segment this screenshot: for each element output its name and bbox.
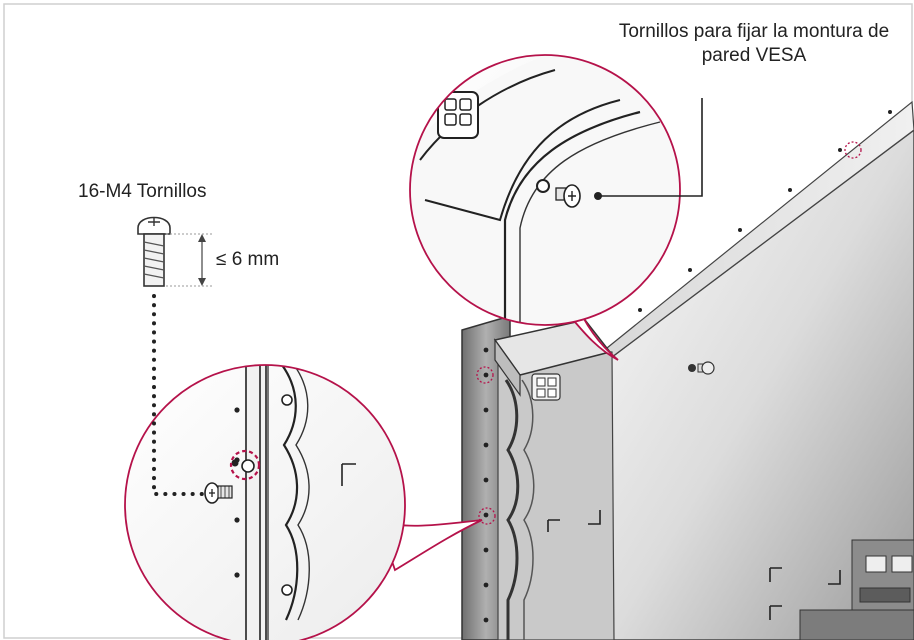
top-zoom-callout: [409, 54, 703, 361]
top-edge-holes: [638, 110, 892, 312]
alignment-mark: [769, 567, 782, 582]
highlight-hole: [476, 366, 494, 384]
alignment-mark: [769, 605, 782, 620]
vesa-bolt-icon: [688, 361, 715, 375]
m4-screw-zoom-icon: [204, 482, 233, 504]
bottom-zoom-callout: [124, 364, 483, 640]
screw-hole-highlight: [229, 449, 261, 481]
side-screw-holes: [483, 347, 489, 623]
highlight-hole: [844, 141, 862, 159]
length-dimension: [166, 233, 214, 287]
vesa-leader-line: [600, 98, 703, 197]
highlight-hole: [478, 507, 496, 525]
vesa-screw-zoom-icon: [555, 184, 581, 208]
alignment-mark: [588, 510, 601, 525]
zoom-circle-border: [409, 54, 681, 326]
monitor-body: [461, 100, 914, 640]
alignment-mark: [828, 570, 841, 585]
vesa-screws-caption: Tornillos para fijar la montura de pared…: [618, 21, 890, 66]
screws-title: 16-M4 Tornillos: [78, 181, 207, 202]
screw-length-label: ≤ 6 mm: [216, 249, 280, 270]
side-handle-groove-inner: [521, 379, 535, 640]
zoom-circle-border: [124, 364, 406, 640]
side-handle-groove: [504, 379, 520, 640]
connector-panel: [799, 539, 914, 640]
m4-screw-icon: [137, 216, 171, 287]
alignment-mark: [547, 519, 560, 532]
